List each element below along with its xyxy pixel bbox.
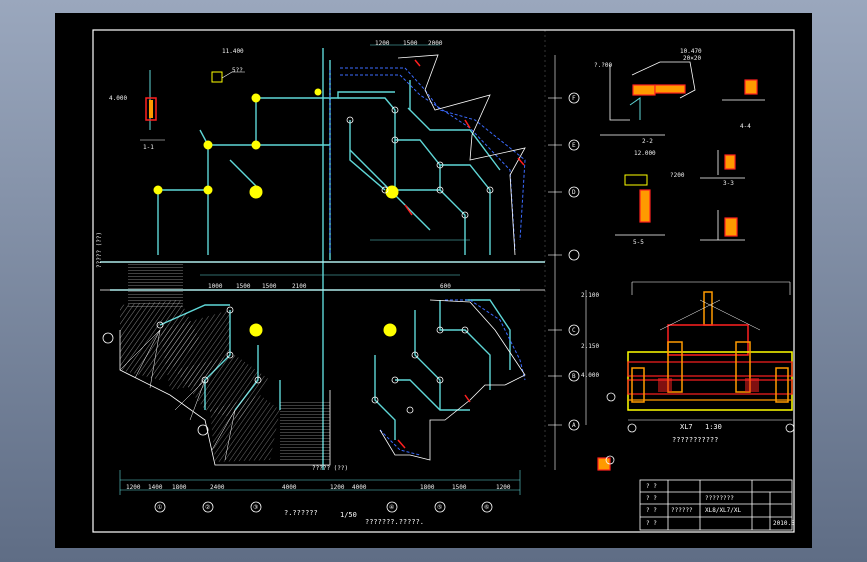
axis-bottom-6: ⑥	[484, 504, 490, 511]
mark-5: ?200	[670, 172, 685, 179]
plan-bottom-note: ???????.?????.	[365, 518, 425, 526]
mark-1: 11.400	[222, 48, 244, 55]
axis-right-a: A	[572, 422, 576, 429]
axis-bottom-5: ⑤	[437, 504, 443, 511]
xl7-scale: 1:30	[705, 423, 722, 431]
section-5-5: 5-5	[633, 239, 644, 246]
elevation-1: 2.100	[581, 292, 600, 299]
section-3-3: 3-3	[723, 180, 734, 187]
axis-right-e: E	[572, 142, 576, 149]
axis-right-f: F	[572, 95, 576, 102]
elevation-4: 4.000	[109, 95, 128, 102]
dim-bottom-5: 4000	[282, 484, 297, 491]
tb-row1-b: ? ?	[646, 495, 657, 502]
axis-bottom-2: ②	[205, 504, 211, 511]
xl7-title: XL7	[680, 423, 693, 431]
section-4-4: 4-4	[740, 123, 751, 130]
dim-top-1: 1200	[375, 40, 390, 47]
dim-bottom-4: 2400	[210, 484, 225, 491]
dim-bottom-3: 1800	[172, 484, 187, 491]
elevation-3: 4.000	[581, 372, 600, 379]
tb-drawing-no: XL8/XL7/XL	[705, 507, 742, 514]
tb-row1-c: ? ?	[646, 507, 657, 514]
dim-row-2: 1500	[236, 283, 251, 290]
tb-project-name: ????????	[705, 495, 734, 502]
axis-right-b: B	[572, 373, 576, 380]
elevation-2: 2.150	[581, 343, 600, 350]
dim-bottom-7: 4000	[352, 484, 367, 491]
dim-row-1: 1000	[208, 283, 223, 290]
elevation-5: ?.?00	[594, 62, 613, 69]
dim-bottom-6: 1200	[330, 484, 345, 491]
plan-left-label: ????? (??)	[96, 231, 103, 268]
dim-bottom-9: 1500	[452, 484, 467, 491]
mark-6: 20×20	[683, 55, 702, 62]
mark-2: 12.000	[634, 150, 656, 157]
mark-3: 10.470	[680, 48, 702, 55]
axis-bottom-3: ③	[253, 504, 259, 511]
dim-row-3: 1500	[262, 283, 277, 290]
dim-bottom-8: 1800	[420, 484, 435, 491]
dim-top-3: 2000	[428, 40, 443, 47]
tb-date: 2010.5	[773, 520, 795, 527]
plan-center-label: ????? (??)	[312, 465, 349, 472]
tb-row1-d: ? ?	[646, 520, 657, 527]
dim-top-2: 1500	[403, 40, 418, 47]
axis-bottom-4: ④	[389, 504, 395, 511]
dim-bottom-10: 1200	[496, 484, 511, 491]
dim-row-5: 600	[440, 283, 451, 290]
dim-bottom-1: 1200	[126, 484, 141, 491]
axis-right-d: D	[572, 189, 576, 196]
tb-stamp: ??????	[671, 507, 693, 514]
section-2-2: 2-2	[642, 138, 653, 145]
mark-4: 5??	[232, 67, 243, 74]
dim-row-4: 2100	[292, 283, 307, 290]
axis-bottom-1: ①	[157, 504, 163, 511]
tb-row1-a: ? ?	[646, 483, 657, 490]
section-1-1: 1-1	[143, 144, 154, 151]
dim-bottom-2: 1400	[148, 484, 163, 491]
xl7-caption: ???????????	[672, 436, 719, 444]
axis-right-c: C	[572, 327, 576, 334]
plan-scale: 1/50	[340, 511, 357, 519]
plan-title: ?.??????	[284, 509, 318, 517]
